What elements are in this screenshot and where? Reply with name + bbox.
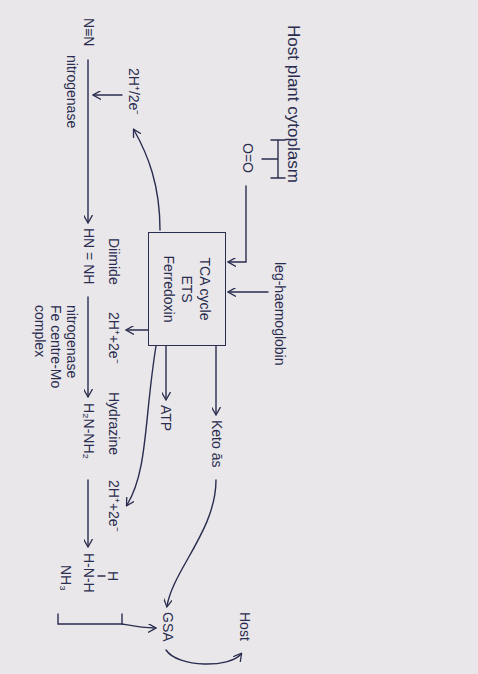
molecule-label: N≡N	[81, 18, 97, 46]
reaction-arrow	[87, 480, 88, 546]
molecule-label: HN = NH	[81, 228, 97, 284]
box-text: TCA cycle	[196, 241, 214, 337]
bracket	[58, 614, 122, 624]
oxygen-arrow	[229, 186, 246, 262]
product-label: ATP	[158, 405, 174, 431]
name-label: Diimide	[106, 238, 122, 285]
name-label: Hydrazine	[106, 392, 122, 455]
reaction-arrow	[87, 297, 88, 396]
product-label: Keto ās	[209, 420, 225, 467]
electron-label: 2H⁺+2e⁻	[106, 312, 122, 364]
electron-curve	[127, 346, 156, 505]
electron-arrow	[94, 94, 122, 95]
place-label: Host	[237, 612, 253, 641]
host-curve	[166, 650, 241, 664]
page-title: Host plant cytoplasm	[283, 25, 303, 183]
enzyme-note: Fe centre-Mo complex	[32, 305, 64, 397]
leader-line	[229, 291, 268, 292]
molecule-label: H₂N-NH₂	[81, 403, 97, 459]
electron-label: 2H⁺/2e⁻	[126, 68, 142, 115]
enzyme-label: nitrogenase	[64, 305, 80, 378]
molecule-label: H-N-H	[81, 553, 97, 593]
keto-curve	[167, 480, 216, 606]
reaction-arrow	[87, 60, 88, 222]
enzyme-label: GSA	[160, 612, 176, 642]
molecule-label: O=O	[240, 143, 256, 173]
electron-arrow	[127, 329, 148, 330]
box-text: Ferredoxin	[160, 241, 178, 337]
electron-label: 2H⁺+2e⁻	[106, 480, 122, 532]
molecule-label: leg-haemoglobin	[272, 262, 288, 366]
process-box: TCA cycleETSFerredoxin	[148, 232, 226, 346]
enzyme-label: nitrogenase	[64, 55, 80, 128]
electron-curve	[134, 130, 160, 230]
bond-symbol	[262, 140, 285, 178]
atom-label: H	[105, 571, 121, 581]
keto-arrow	[215, 346, 216, 414]
atp-arrow	[165, 346, 166, 399]
box-text: ETS	[178, 241, 196, 337]
molecule-label: NH₃	[58, 565, 74, 591]
bond-line	[98, 575, 105, 576]
bracket-arrow	[122, 624, 155, 628]
